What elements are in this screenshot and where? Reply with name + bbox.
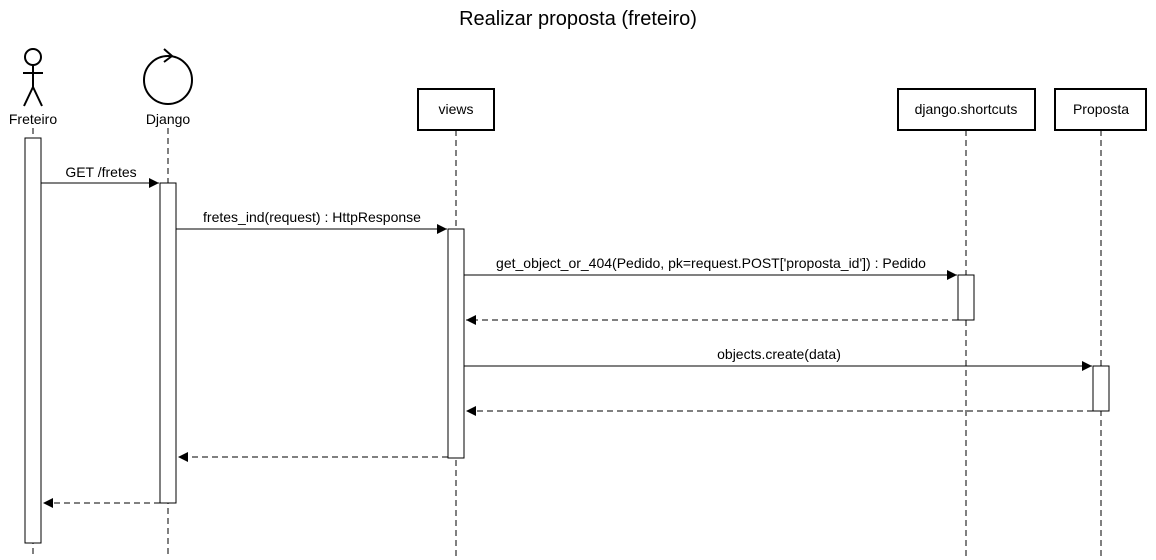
participant-label-views: views (438, 101, 473, 117)
participant-proposta (1054, 88, 1147, 131)
message-m3-label: get_object_or_404(Pedido, pk=request.POS… (496, 255, 926, 271)
activation-proposta (1092, 365, 1110, 412)
messages (41, 178, 1093, 508)
control-icon (143, 55, 193, 105)
message-m5-label: objects.create(data) (717, 346, 841, 362)
activations (24, 137, 1110, 544)
participant-label-freteiro: Freteiro (9, 111, 57, 127)
participant-freteiro (23, 48, 43, 107)
activation-shortcuts (957, 274, 975, 321)
activation-views (447, 228, 465, 459)
participant-shortcuts (897, 88, 1036, 131)
message-m2-label: fretes_ind(request) : HttpResponse (203, 209, 421, 225)
participant-label-shortcuts: django.shortcuts (915, 101, 1018, 117)
lifelines (32, 128, 1102, 558)
participant-label-django: Django (146, 111, 191, 127)
participant-views (417, 88, 495, 131)
participant-label-proposta: Proposta (1073, 101, 1129, 117)
actor-icon (24, 48, 42, 66)
diagram-title: Realizar proposta (freteiro) (459, 8, 697, 30)
activation-django (159, 182, 177, 504)
participant-django (143, 48, 193, 105)
message-m1-label: GET /fretes (65, 164, 136, 180)
activation-freteiro (24, 137, 42, 544)
